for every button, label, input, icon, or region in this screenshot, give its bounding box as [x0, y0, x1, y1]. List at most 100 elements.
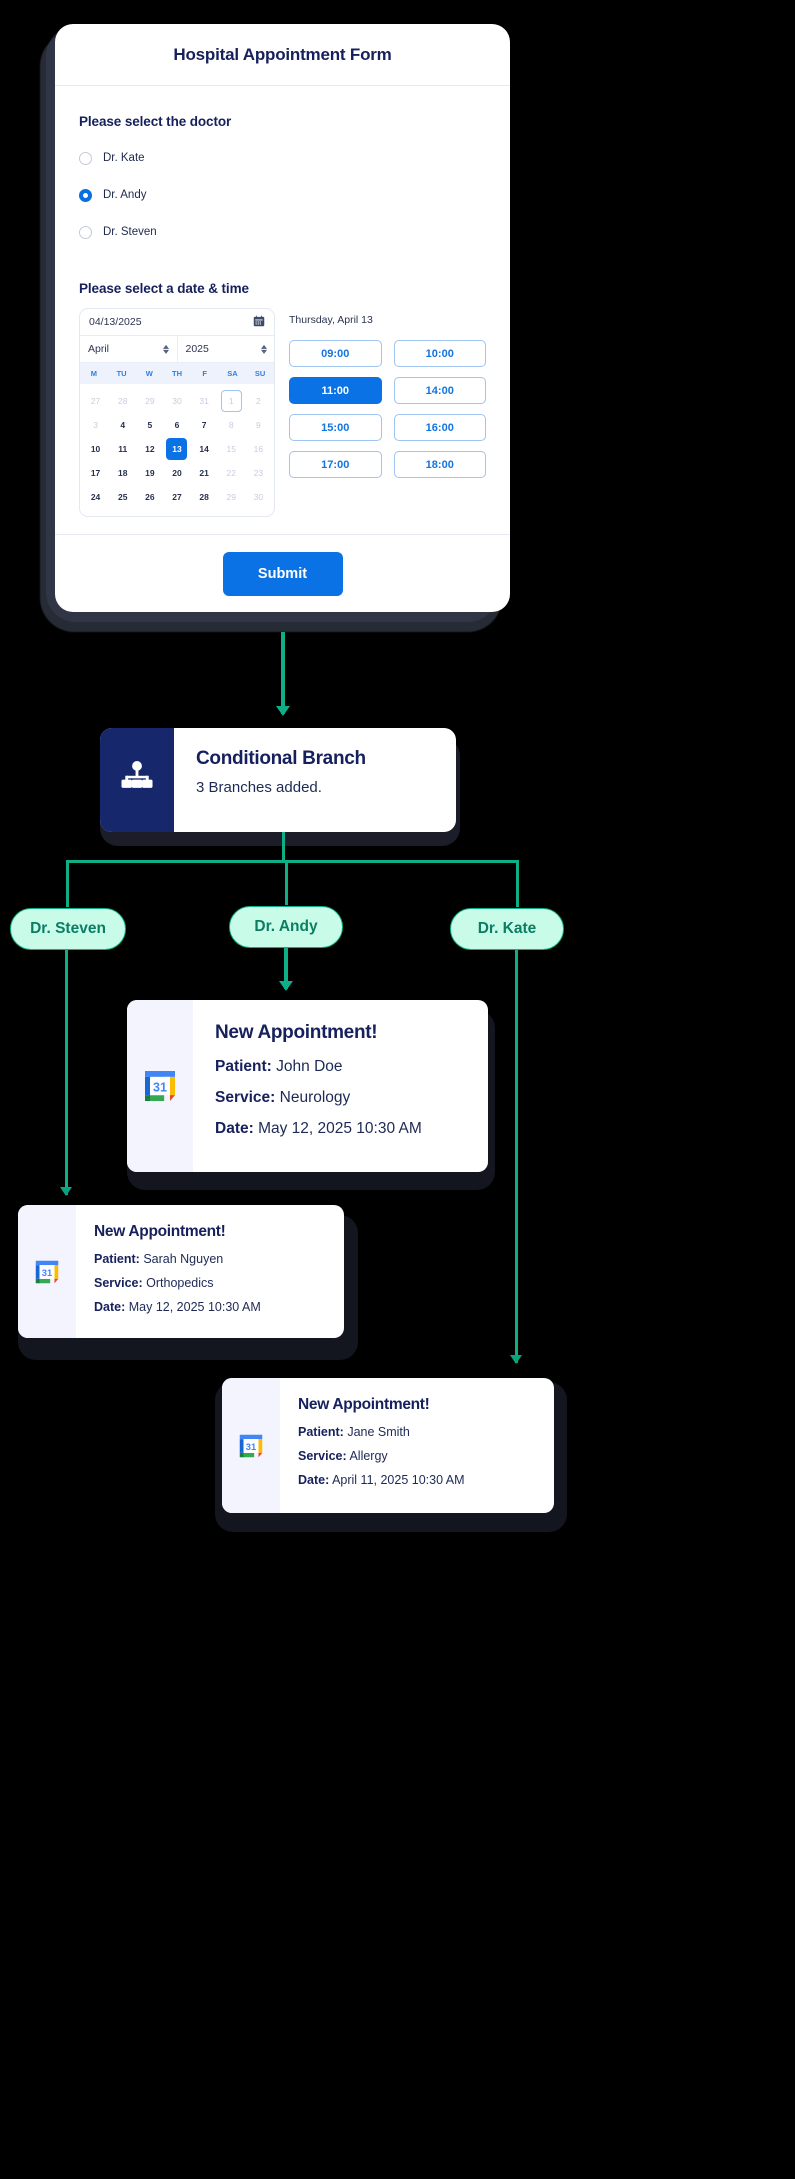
svg-text:31: 31: [42, 1268, 52, 1278]
date-label: Date:: [298, 1473, 330, 1487]
calendar-day-cell[interactable]: 3: [93, 420, 98, 430]
date-input[interactable]: 04/13/2025: [80, 309, 274, 336]
calendar-day-cell[interactable]: 7: [201, 420, 207, 430]
calendar-day-cell[interactable]: 1: [220, 390, 242, 412]
radio-option-dr-steven[interactable]: Dr. Steven: [79, 219, 486, 245]
calendar-day-cell[interactable]: 9: [256, 420, 261, 430]
service-label: Service:: [215, 1089, 276, 1106]
time-slot-0900[interactable]: 09:00: [289, 340, 382, 367]
radio-option-dr-andy[interactable]: Dr. Andy: [79, 182, 486, 208]
service-label: Service:: [94, 1276, 143, 1290]
branch-title: Conditional Branch: [196, 748, 366, 769]
time-slot-1800[interactable]: 18:00: [393, 451, 486, 478]
calendar-day-cell[interactable]: 13: [166, 438, 188, 460]
calendar-day-cell[interactable]: 30: [253, 492, 264, 502]
weekday-label: W: [145, 369, 153, 378]
calendar-day-cell[interactable]: 21: [199, 468, 209, 478]
calendar-day-cell[interactable]: 10: [90, 444, 101, 454]
doctor-section-label: Please select the doctor: [79, 114, 232, 129]
radio-option-dr-kate[interactable]: Dr. Kate: [79, 145, 486, 171]
calendar-day-cell[interactable]: 19: [145, 468, 155, 478]
branch-pill-dr-kate[interactable]: Dr. Kate: [450, 908, 564, 950]
calendar-day-cell[interactable]: 26: [145, 492, 155, 502]
time-slot-1600[interactable]: 16:00: [393, 414, 486, 441]
branch-drop-left: [66, 860, 69, 907]
connector-arrowhead: [279, 981, 293, 991]
patient-value: Sarah Nguyen: [143, 1252, 224, 1266]
appointment-card-3[interactable]: 31 New Appointment! Patient: Jane Smith …: [222, 1378, 554, 1513]
calendar-day-cell[interactable]: 12: [145, 444, 155, 454]
time-slot-1400[interactable]: 14:00: [393, 377, 486, 404]
hospital-appointment-form: Hospital Appointment Form Please select …: [55, 24, 510, 612]
calendar-day-cell[interactable]: 20: [172, 468, 182, 478]
calendar-day-cell[interactable]: 29: [145, 396, 155, 406]
calendar-day-cell[interactable]: 23: [253, 468, 264, 478]
time-slot-1000[interactable]: 10:00: [393, 340, 486, 367]
date-value: May 12, 2025 10:30 AM: [258, 1120, 422, 1137]
time-slot-1100[interactable]: 11:00: [289, 377, 382, 404]
month-select[interactable]: April ▴▾: [80, 336, 177, 362]
calendar-weekday-header: M TU W TH F SA SU: [80, 363, 274, 384]
radio-label: Dr. Andy: [103, 189, 147, 201]
weekday-label: F: [202, 369, 207, 378]
time-slot-1500[interactable]: 15:00: [289, 414, 382, 441]
calendar-day-cell[interactable]: 15: [226, 444, 236, 454]
connector-arrowhead: [60, 1187, 72, 1196]
patient-label: Patient:: [94, 1252, 140, 1266]
svg-text:31: 31: [246, 1442, 256, 1452]
selected-day-label: Thursday, April 13: [289, 314, 373, 326]
branch-pill-dr-steven[interactable]: Dr. Steven: [10, 908, 126, 950]
calendar-day-cell[interactable]: 8: [228, 420, 234, 430]
calendar-day-cell[interactable]: 18: [117, 468, 128, 478]
datetime-picker: 04/13/2025 April ▴▾ 2025 ▴▾: [79, 308, 486, 517]
calendar-day-cell[interactable]: 27: [90, 396, 101, 406]
calendar-day-cell[interactable]: 5: [147, 420, 153, 430]
year-value: 2025: [185, 343, 209, 355]
calendar-icon[interactable]: [253, 315, 265, 330]
conditional-branch-node[interactable]: Conditional Branch 3 Branches added.: [100, 728, 456, 832]
calendar-day-cell[interactable]: 24: [90, 492, 101, 502]
calendar-day-cell[interactable]: 30: [172, 396, 182, 406]
year-select[interactable]: 2025 ▴▾: [176, 336, 275, 362]
submit-button[interactable]: Submit: [222, 551, 343, 596]
year-stepper-icon[interactable]: ▴▾: [260, 342, 268, 356]
calendar-day-cell[interactable]: 29: [226, 492, 236, 502]
calendar-day-cell[interactable]: 11: [118, 444, 128, 454]
appointment-date-row: Date: May 12, 2025 10:30 AM: [215, 1120, 488, 1138]
appointment-icon-panel-1: 31: [127, 1000, 193, 1172]
calendar-day-cell[interactable]: 17: [90, 468, 101, 478]
time-slot-grid[interactable]: 09:00 10:00 11:00 14:00 15:00 16:00 17:00 18:00: [289, 340, 486, 478]
date-label: Date:: [94, 1300, 126, 1314]
calendar-day-cell[interactable]: 25: [117, 492, 128, 502]
calendar-day-cell[interactable]: 2: [256, 396, 261, 406]
patient-label: Patient:: [215, 1058, 272, 1075]
calendar-day-cell[interactable]: 27: [172, 492, 182, 502]
appointment-card-2[interactable]: 31 New Appointment! Patient: Sarah Nguye…: [18, 1205, 344, 1338]
calendar-day-cell[interactable]: 6: [174, 420, 180, 430]
calendar-day-cell[interactable]: 31: [199, 396, 209, 406]
appointment-title: New Appointment!: [94, 1223, 226, 1240]
appointment-patient-row: Patient: John Doe: [215, 1058, 488, 1076]
time-slot-1700[interactable]: 17:00: [289, 451, 382, 478]
page-title: Hospital Appointment Form: [55, 24, 510, 86]
calendar-day-cell[interactable]: 14: [199, 444, 209, 454]
radio-icon-selected[interactable]: [79, 188, 92, 202]
patient-value: Jane Smith: [347, 1425, 410, 1439]
radio-icon[interactable]: [79, 151, 92, 165]
calendar-widget[interactable]: 04/13/2025 April ▴▾ 2025 ▴▾: [79, 308, 275, 517]
calendar-day-cell[interactable]: 16: [253, 444, 264, 454]
calendar-day-cell[interactable]: 28: [117, 396, 128, 406]
calendar-day-cell[interactable]: 22: [226, 468, 236, 478]
radio-icon[interactable]: [79, 225, 92, 239]
service-label: Service:: [298, 1449, 347, 1463]
connector-kate-vertical: [515, 950, 518, 1363]
calendar-day-cell[interactable]: 4: [120, 420, 126, 430]
month-stepper-icon[interactable]: ▴▾: [163, 342, 170, 356]
branch-pill-dr-andy[interactable]: Dr. Andy: [229, 906, 343, 948]
form-body: Please select the doctor Dr. Kate Dr. An…: [55, 86, 510, 517]
appointment-patient-row: Patient: Jane Smith: [298, 1425, 554, 1439]
doctor-radio-group[interactable]: Dr. Kate Dr. Andy Dr. Steven: [79, 145, 486, 245]
appointment-card-1[interactable]: 31 New Appointment! Patient: John Doe Se…: [127, 1000, 488, 1172]
calendar-day-cell[interactable]: 28: [199, 492, 209, 502]
